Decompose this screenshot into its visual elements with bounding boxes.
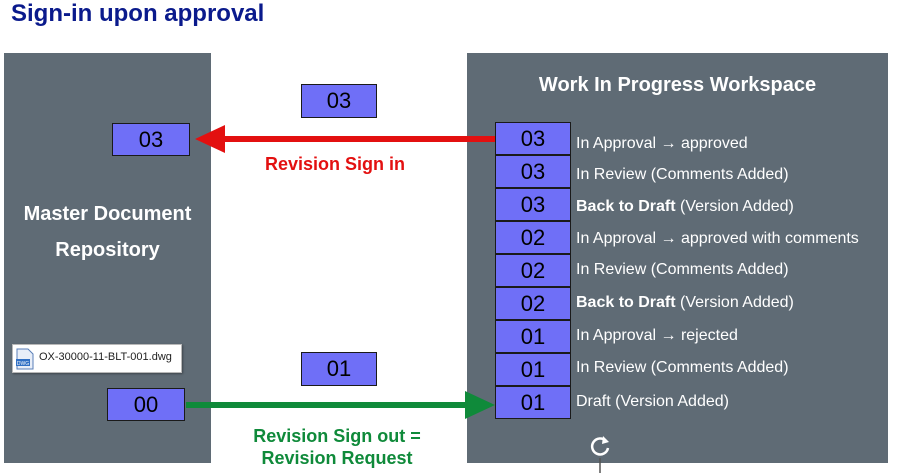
rev-status-6-text: (Version Added) <box>675 294 794 311</box>
rev-status-3: Back to Draft (Version Added) <box>576 197 794 217</box>
dwg-file-name: OX-30000-11-BLT-001.dwg <box>39 351 172 363</box>
revision-sign-out-arrow <box>186 391 495 419</box>
transit-revision-box-sign-in: 03 <box>301 84 377 118</box>
rev-status-5-text: In Review (Comments Added) <box>576 261 789 278</box>
revision-sign-out-label-line2: Revision Request <box>261 448 413 468</box>
revision-sign-in-arrow <box>195 125 495 153</box>
transit-revision-box-sign-out: 01 <box>301 352 377 386</box>
master-revision-box-current: 03 <box>112 123 190 156</box>
master-repository-title-line1: Master Document <box>23 203 192 225</box>
master-revision-box-initial: 00 <box>107 388 185 421</box>
rev-box-7: 01 <box>495 320 571 353</box>
rev-status-9: Draft (Version Added) <box>576 392 729 412</box>
wip-workspace-title: Work In Progress Workspace <box>538 74 817 96</box>
rev-status-4: In Approval → approved with comments <box>576 229 859 249</box>
rev-box-9: 01 <box>495 386 571 419</box>
rev-status-4-text: In Approval → approved with comments <box>576 230 859 247</box>
rev-box-6: 02 <box>495 287 571 320</box>
rev-status-1-text: In Approval → approved <box>576 135 748 152</box>
revision-sign-in-label: Revision Sign in <box>264 154 406 174</box>
svg-text:DWG: DWG <box>17 361 29 367</box>
dwg-file-icon: DWG <box>16 348 34 370</box>
rev-box-1: 03 <box>495 122 571 155</box>
revision-sign-out-label-line1: Revision Sign out = <box>253 426 421 446</box>
rev-status-8: In Review (Comments Added) <box>576 358 789 378</box>
rev-box-4: 02 <box>495 221 571 254</box>
rev-status-3-bold: Back to Draft <box>576 198 676 215</box>
rev-status-5: In Review (Comments Added) <box>576 260 789 280</box>
rev-box-2: 03 <box>495 155 571 188</box>
rev-status-8-text: In Review (Comments Added) <box>576 359 789 376</box>
rev-box-3: 03 <box>495 188 571 221</box>
rev-box-5: 02 <box>495 254 571 287</box>
rev-status-3-text: (Version Added) <box>675 198 794 215</box>
rev-status-7-text: In Approval → rejected <box>576 327 738 344</box>
rev-box-8: 01 <box>495 353 571 386</box>
master-repository-title: Master Document Repository <box>4 196 211 268</box>
rev-status-9-text: Draft (Version Added) <box>576 393 729 410</box>
rev-status-6-bold: Back to Draft <box>576 294 676 311</box>
page-title: Sign-in upon approval <box>11 0 265 27</box>
rotate-handle-icon[interactable] <box>587 434 613 473</box>
rev-status-2: In Review (Comments Added) <box>576 165 789 185</box>
rev-status-7: In Approval → rejected <box>576 326 738 346</box>
rev-status-2-text: In Review (Comments Added) <box>576 166 789 183</box>
master-repository-title-line2: Repository <box>55 239 160 261</box>
rev-status-1: In Approval → approved <box>576 134 748 154</box>
rev-status-6: Back to Draft (Version Added) <box>576 293 794 313</box>
revision-sign-out-label: Revision Sign out = Revision Request <box>232 425 442 469</box>
dwg-file-chip[interactable]: DWG OX-30000-11-BLT-001.dwg <box>12 344 182 373</box>
